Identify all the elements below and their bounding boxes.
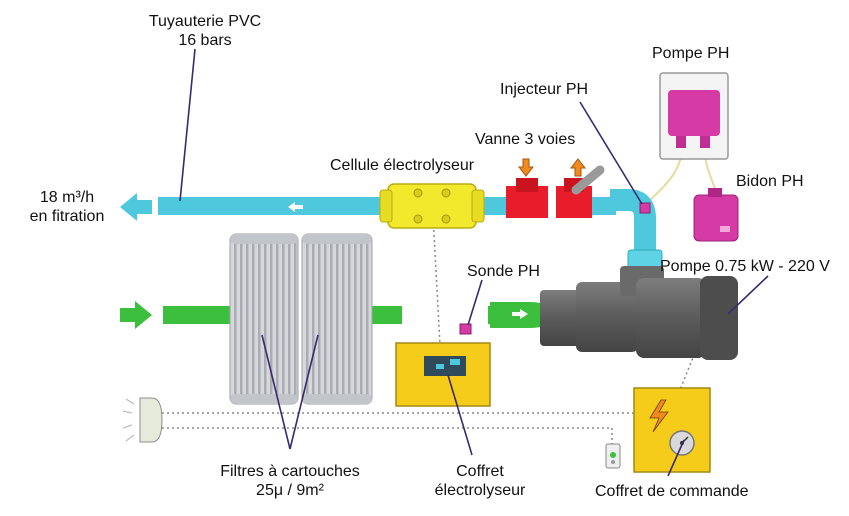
ph-probe [459, 323, 472, 335]
ph-can [693, 188, 739, 242]
timer-switch [605, 443, 621, 469]
ph-probe-label: Sonde PH [467, 263, 540, 280]
cell-label: Cellule électrolyseur [330, 157, 475, 174]
three-way-valve [506, 165, 605, 218]
filters-label: Filtres à cartouches 25μ / 9m² [220, 463, 360, 499]
injector-label: Injecteur PH [500, 81, 589, 98]
main-pump-label: Pompe 0.75 kW - 220 V [660, 258, 830, 275]
electrolyser-box [395, 342, 491, 407]
arrow-up-icon [569, 158, 587, 177]
arrow-right-icon [512, 309, 528, 319]
control-box [633, 387, 711, 473]
pool-lamp [122, 397, 163, 443]
arrow-left-icon [288, 202, 303, 212]
electrolyser-box-label: Coffret électrolyseur [434, 463, 526, 499]
leader-lines [179, 48, 769, 477]
ph-pump-label: Pompe PH [652, 45, 730, 62]
arrow-right-icon [120, 301, 152, 329]
lightning-icon [649, 399, 669, 433]
ph-can-label: Bidon PH [736, 173, 804, 190]
control-box-label: Coffret de commande [595, 483, 749, 500]
ph-injector [639, 202, 651, 214]
flow-rate-label: 18 m³/h en fitration [29, 189, 105, 225]
pvc-pipe-label: Tuyauterie PVC 16 bars [148, 13, 262, 49]
electrolysis-cell [379, 183, 485, 229]
cartridge-filters [229, 233, 373, 405]
arrow-left-icon [120, 193, 152, 221]
arrow-down-icon [517, 158, 535, 177]
main-pump [540, 266, 738, 360]
return-pipe [158, 189, 663, 273]
valve-label: Vanne 3 voies [475, 131, 576, 148]
ph-pump [659, 72, 729, 160]
